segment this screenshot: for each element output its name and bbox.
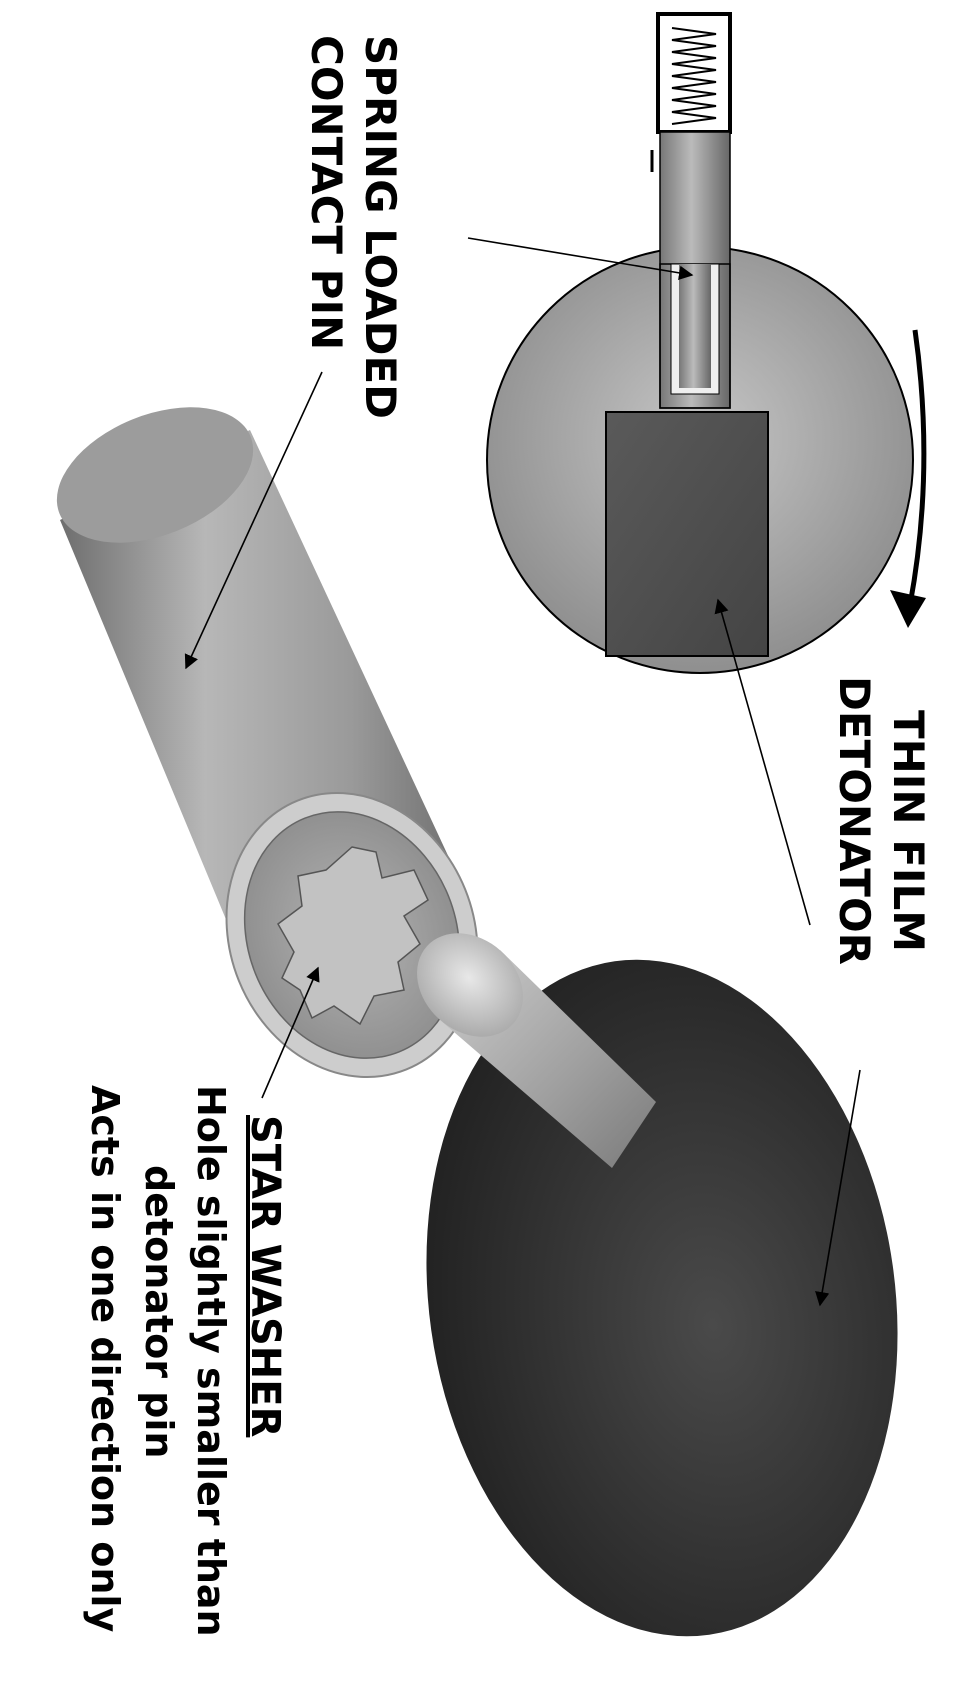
- detonator-pin-assembly: [384, 912, 940, 1667]
- thin-film-label: THIN FILM DETONATOR: [830, 676, 933, 965]
- thin-film-label-line2: DETONATOR: [830, 676, 879, 965]
- spring-pin-label-line1: SPRING LOADED: [356, 35, 405, 419]
- thin-film-label-line1: THIN FILM: [884, 710, 933, 952]
- thin-film-detonator-block: [606, 412, 768, 656]
- star-washer-line1: Hole slightly smaller than: [189, 1085, 233, 1637]
- spring-pin-label: SPRING LOADED CONTACT PIN: [302, 35, 405, 419]
- contact-pin: [660, 132, 730, 408]
- star-washer-line3: Acts in one direction only: [83, 1085, 127, 1632]
- spring-pin-label-line2: CONTACT PIN: [302, 35, 351, 350]
- star-washer-line2: detonator pin: [137, 1165, 181, 1458]
- star-washer-label: STAR WASHER Hole slightly smaller than d…: [83, 1085, 288, 1637]
- star-washer-title: STAR WASHER: [242, 1115, 288, 1437]
